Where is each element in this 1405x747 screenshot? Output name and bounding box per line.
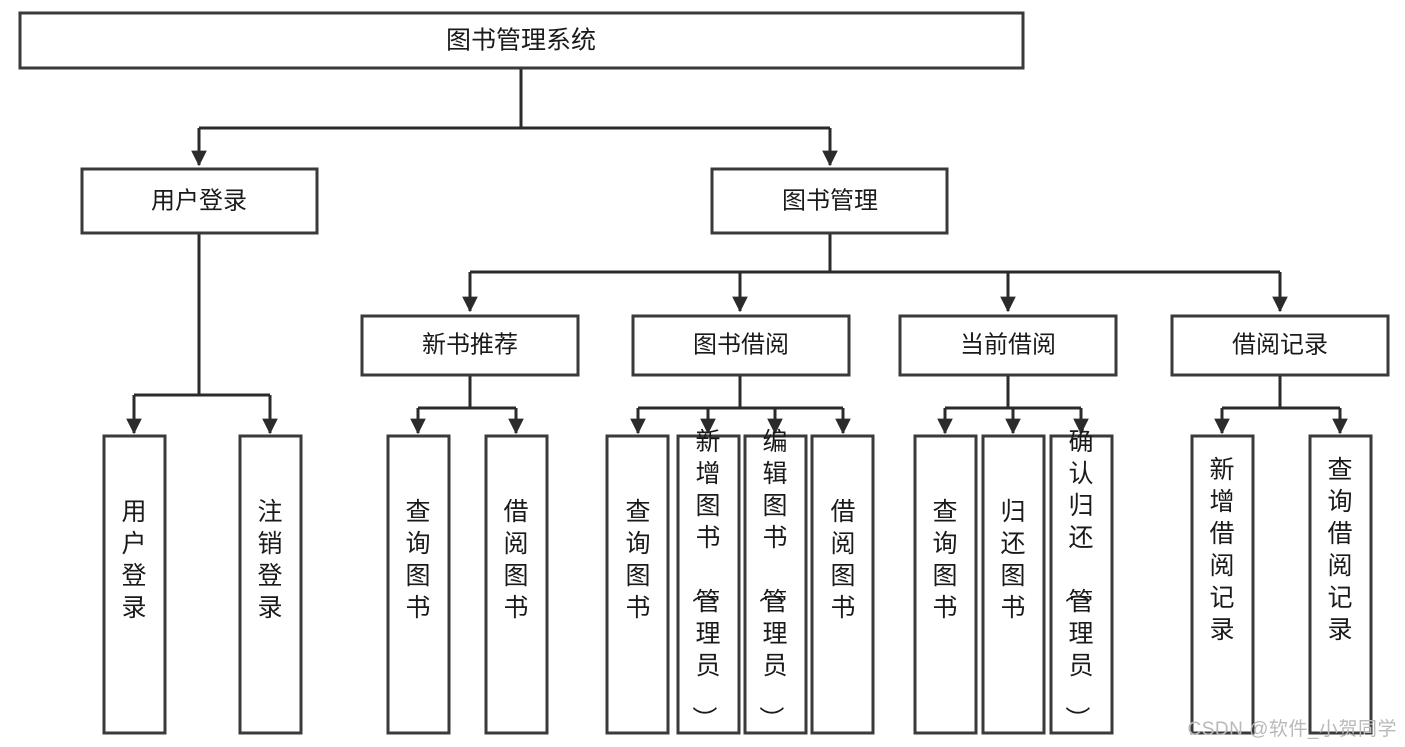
edges-new-book-recommend-to-leaves: [410, 375, 524, 435]
leaf-box[interactable]: [1049, 434, 1114, 735]
edges-book-borrow-to-leaves: [630, 375, 851, 435]
node-book-borrow-box[interactable]: [631, 314, 851, 377]
leaf-box[interactable]: [913, 434, 978, 735]
node-book-borrow-label: 图书借阅: [693, 331, 789, 358]
edges-borrow-record-to-leaves: [1214, 375, 1348, 435]
node-book-management-label: 图书管理: [782, 187, 878, 214]
node-new-book-recommend-box[interactable]: [360, 314, 580, 377]
leaf-box[interactable]: [981, 434, 1046, 735]
node-root-box[interactable]: [18, 11, 1025, 70]
node-current-borrow-box[interactable]: [898, 314, 1118, 377]
node-current-borrow-label: 当前借阅: [960, 331, 1056, 358]
leaf-box[interactable]: [605, 434, 670, 735]
leaf-book-borrow-2[interactable]: 编辑图书（管理员）: [743, 428, 808, 735]
leaf-box[interactable]: [386, 434, 451, 735]
leaf-label-vertical: 查询图书: [932, 498, 957, 622]
leaf-current-borrow-2[interactable]: 确认归还（管理员）: [1049, 428, 1114, 735]
leaf-label-vertical: 编辑图书（管理员）: [756, 428, 787, 731]
leaf-box[interactable]: [1190, 434, 1255, 735]
leaf-book-borrow-0[interactable]: 查询图书: [605, 434, 670, 735]
leaf-box[interactable]: [743, 434, 808, 735]
leaf-borrow-record-1[interactable]: 查询借阅记录: [1308, 434, 1373, 735]
leaf-label-vertical: 查询图书: [625, 498, 650, 622]
leaf-current-borrow-1[interactable]: 归还图书: [981, 434, 1046, 735]
node-new-book-recommend[interactable]: 新书推荐: [360, 314, 580, 377]
leaf-user-login-1[interactable]: 注销登录: [238, 434, 303, 735]
leaf-label-vertical: 查询图书: [405, 498, 430, 622]
leaf-box[interactable]: [238, 434, 303, 735]
node-user-login[interactable]: 用户登录: [80, 167, 319, 235]
leaf-new-book-recommend-1[interactable]: 借阅图书: [484, 434, 549, 735]
leaf-label-vertical: 借阅图书: [503, 498, 528, 622]
node-borrow-record-label: 借阅记录: [1232, 331, 1328, 358]
edges-root-to-level2: [191, 68, 838, 167]
leaf-book-borrow-1[interactable]: 新增图书（管理员）: [676, 428, 741, 735]
node-book-management-box[interactable]: [710, 167, 949, 235]
leaf-current-borrow-0[interactable]: 查询图书: [913, 434, 978, 735]
leaf-label-vertical: 新增借阅记录: [1209, 456, 1234, 644]
node-book-management[interactable]: 图书管理: [710, 167, 949, 235]
node-borrow-record[interactable]: 借阅记录: [1170, 314, 1390, 377]
node-borrow-record-box[interactable]: [1170, 314, 1390, 377]
node-user-login-box[interactable]: [80, 167, 319, 235]
leaf-box[interactable]: [676, 434, 741, 735]
leaf-user-login-0[interactable]: 用户登录: [102, 434, 167, 735]
leaf-label-vertical: 确认归还（管理员）: [1062, 428, 1093, 731]
node-root-label: 图书管理系统: [446, 27, 596, 55]
node-new-book-recommend-label: 新书推荐: [422, 331, 518, 358]
node-user-login-label: 用户登录: [151, 187, 247, 214]
leaf-label-vertical: 归还图书: [1000, 498, 1025, 622]
watermark-text: CSDN @软件_小贺同学: [1187, 719, 1397, 740]
node-current-borrow[interactable]: 当前借阅: [898, 314, 1118, 377]
leaf-label-vertical: 借阅图书: [830, 498, 855, 622]
leaf-label-vertical: 查询借阅记录: [1327, 456, 1352, 644]
node-book-borrow[interactable]: 图书借阅: [631, 314, 851, 377]
edges-user-login-to-leaves: [126, 233, 278, 435]
leaf-label-vertical: 新增图书（管理员）: [689, 428, 720, 731]
leaf-book-borrow-3[interactable]: 借阅图书: [810, 434, 875, 735]
leaf-label-vertical: 注销登录: [257, 498, 282, 622]
leaf-box[interactable]: [1308, 434, 1373, 735]
node-root-book-management-system[interactable]: 图书管理系统: [18, 11, 1025, 70]
leaf-new-book-recommend-0[interactable]: 查询图书: [386, 434, 451, 735]
edges-book-management-to-level3: [462, 233, 1288, 313]
leaf-borrow-record-0[interactable]: 新增借阅记录: [1190, 434, 1255, 735]
leaf-label-vertical: 用户登录: [121, 498, 146, 622]
leaf-box[interactable]: [102, 434, 167, 735]
leaf-box[interactable]: [810, 434, 875, 735]
leaf-box[interactable]: [484, 434, 549, 735]
edges-current-borrow-to-leaves: [937, 375, 1089, 435]
